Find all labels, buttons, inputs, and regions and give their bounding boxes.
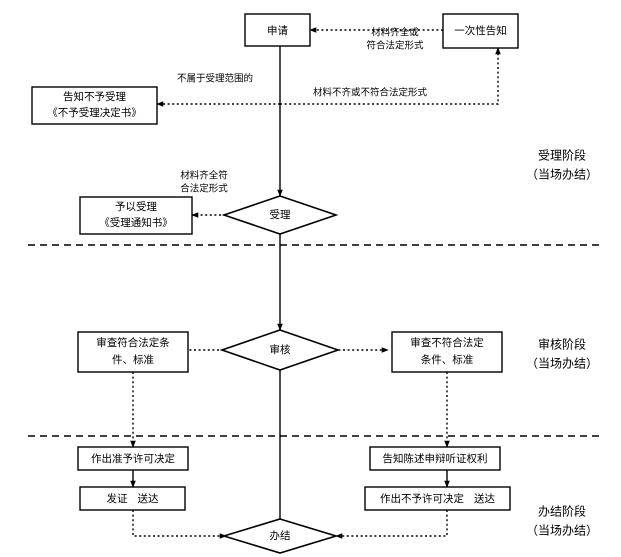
materials-ok-legal-line2: 合法定形式	[180, 183, 228, 195]
node-approve-decision-box	[77, 446, 189, 471]
out-of-scope-line1: 不属于受理范围的	[177, 73, 253, 85]
stage-label-complete: 办结阶段 （当场办结）	[526, 504, 598, 538]
node-issue-deliver-label: 发证 送达	[106, 492, 159, 505]
node-one-time-notice[interactable]: 一次性告知	[442, 13, 519, 49]
edge-label-materials-complete: 材料齐全或 符合法定形式	[366, 27, 424, 52]
edge-label-materials-ok-legal: 材料齐全符 合法定形式	[180, 170, 228, 195]
node-deny-decision-label: 作出不予许可决定 送达	[380, 492, 496, 505]
node-notify-reject-box	[31, 86, 158, 125]
node-review-fail-box	[391, 331, 503, 373]
stage-label-review: 审核阶段 （当场办结）	[526, 337, 598, 371]
node-apply[interactable]: 申请	[244, 13, 311, 47]
node-notify-rights[interactable]: 告知陈述申辩听证权利	[369, 446, 501, 471]
stage-accept-line1: 受理阶段	[538, 148, 586, 163]
node-accept-decision-diamond	[221, 195, 339, 235]
stage-complete-line2: （当场办结）	[526, 523, 598, 538]
stage-review-line1: 审核阶段	[538, 337, 586, 352]
node-review-pass-line1: 审查符合法定条	[96, 336, 170, 349]
node-notify-reject-line2: 《不予受理决定书》	[47, 106, 142, 119]
edge-label-out-of-scope: 不属于受理范围的	[177, 73, 253, 85]
node-review-fail-line1: 审查不符合法定	[410, 336, 484, 349]
node-complete[interactable]: 办结	[221, 518, 339, 554]
materials-complete-line1: 材料齐全或	[371, 27, 419, 39]
node-grant-accept-line2: 《受理通知书》	[99, 216, 173, 229]
edge-label-materials-incomplete: 材料不齐或不符合法定形式	[313, 87, 428, 99]
edge-accept-to-notice	[280, 47, 501, 105]
node-notify-reject-line1: 告知不予受理	[63, 90, 126, 103]
node-grant-accept-box	[79, 196, 193, 235]
node-deny-decision-box	[364, 486, 511, 511]
materials-ok-legal-line1: 材料齐全符	[180, 170, 228, 182]
node-apply-label: 申请	[267, 24, 288, 37]
stage-accept-line2: （当场办结）	[526, 167, 598, 182]
materials-complete-line2: 符合法定形式	[366, 40, 424, 52]
node-review-decision-label: 审核	[270, 343, 291, 356]
stage-complete-line1: 办结阶段	[538, 504, 586, 519]
node-issue-deliver-box	[79, 486, 186, 511]
node-grant-accept[interactable]: 予以受理 《受理通知书》	[79, 196, 193, 235]
node-review-decision-diamond	[219, 329, 341, 371]
node-review-fail[interactable]: 审查不符合法定 条件、标准	[391, 331, 503, 373]
node-one-time-notice-label: 一次性告知	[454, 24, 507, 37]
node-approve-decision-label: 作出准予许可决定	[91, 452, 175, 465]
node-accept-decision-label: 受理	[270, 209, 291, 221]
stage-label-accept: 受理阶段 （当场办结）	[526, 148, 598, 182]
node-notify-rights-box	[369, 446, 501, 471]
node-complete-label: 办结	[270, 529, 291, 542]
edge-issue-to-complete	[132, 510, 227, 539]
node-issue-deliver[interactable]: 发证 送达	[79, 486, 186, 511]
node-review-pass-box	[77, 331, 189, 373]
node-review-pass-line2: 件、标准	[112, 354, 154, 366]
node-review-fail-line2: 条件、标准	[421, 353, 474, 366]
edge-deny-to-complete	[335, 510, 448, 539]
node-approve-decision[interactable]: 作出准予许可决定	[77, 446, 189, 471]
node-notify-rights-label: 告知陈述申辩听证权利	[383, 452, 488, 465]
node-notify-reject[interactable]: 告知不予受理 《不予受理决定书》	[31, 86, 158, 125]
node-complete-diamond	[221, 518, 339, 554]
node-accept-decision[interactable]: 受理	[221, 195, 339, 235]
node-grant-accept-line1: 予以受理	[115, 201, 157, 213]
materials-incomplete-line1: 材料不齐或不符合法定形式	[313, 87, 428, 99]
node-review-decision[interactable]: 审核	[219, 329, 341, 371]
node-review-pass[interactable]: 审查符合法定条 件、标准	[77, 331, 189, 373]
node-one-time-notice-box	[442, 13, 519, 49]
stage-review-line2: （当场办结）	[526, 356, 598, 371]
node-deny-decision[interactable]: 作出不予许可决定 送达	[364, 486, 511, 511]
node-apply-box	[244, 13, 311, 47]
